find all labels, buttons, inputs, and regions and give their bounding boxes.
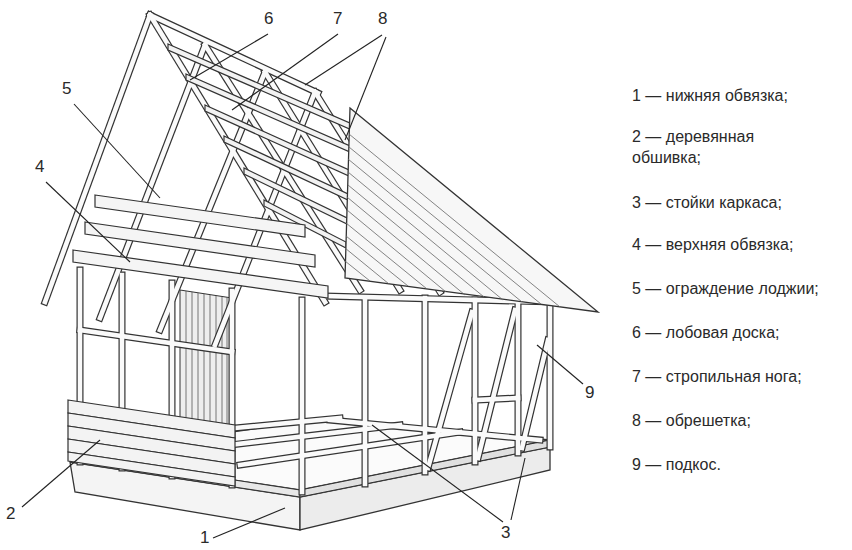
callout-number: 6 [264,8,273,30]
key-entry: 1 — нижняя обвязка; [632,86,788,107]
key-entry: 8 — обрешетка; [632,411,751,432]
key-entry: 3 — стойки каркаса; [632,193,782,214]
callout-number: 2 [6,503,15,525]
key-entry: 9 — подкос. [632,455,721,476]
key-entry: 4 — верхняя обвязка; [632,235,793,256]
callout-number: 8 [378,8,387,30]
callout-number: 5 [62,78,71,100]
callout-number: 7 [333,8,342,30]
key-entry: 5 — ограждение лоджии; [632,279,819,300]
key-entry: 7 — стропильная нога; [632,367,802,388]
callout-number: 9 [585,382,594,404]
key-entry: 6 — лобовая доска; [632,323,780,344]
callout-number: 4 [35,156,44,178]
callout-number: 1 [200,527,209,549]
callout-number: 3 [501,522,510,544]
key-entry: 2 — деревянная обшивка; [632,127,792,169]
